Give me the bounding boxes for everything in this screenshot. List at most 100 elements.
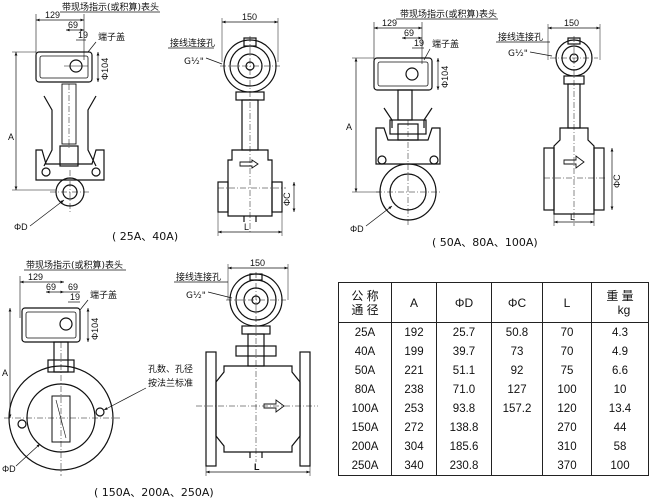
dim-phic-medium: ΦC [612, 174, 622, 188]
wiring-hole-label-2: 接线连接孔 [498, 31, 543, 43]
thread-label-1: G½" [184, 57, 204, 67]
cell-phid: 230.8 [436, 456, 492, 476]
cell-weight: 4.3 [591, 322, 649, 342]
cell-l: 310 [542, 437, 592, 456]
wiring-hole-label-1: 接线连接孔 [170, 37, 215, 49]
header-weight: 重 量 kg [591, 282, 649, 323]
dim-a-medium: A [346, 122, 352, 132]
wiring-hole-label-3: 接线连接孔 [176, 271, 221, 283]
view-small-side: 150 接线连接孔 G½" ΦC L [168, 12, 296, 236]
header-weight-line2: kg [617, 302, 631, 317]
view-medium-side: 150 接线连接孔 G½" ΦC L [496, 18, 622, 226]
header-nominal-size: 公 称 通 径 [338, 282, 392, 323]
dim-l-medium: L [570, 212, 575, 222]
dim-19-large: 19 [70, 292, 80, 302]
cell-weight: 10 [591, 380, 649, 399]
cell-weight: 6.6 [591, 361, 649, 380]
view-large-side: 150 接线连接孔 G½" L [174, 258, 318, 476]
terminal-cover-label-2: 端子盖 [432, 38, 459, 50]
cell-size: 200A [338, 437, 392, 456]
dim-19-medium: 19 [414, 38, 424, 48]
dim-phi104-small: Φ104 [100, 58, 110, 80]
indicator-head-label-3: 带现场指示(或积算)表头 [26, 259, 123, 271]
caption-large: ( 150A、200A、250A) [94, 486, 214, 499]
cell-phid: 25.7 [436, 322, 492, 342]
cell-a: 238 [391, 380, 437, 399]
dim-69-small: 69 [68, 20, 78, 30]
cell-phid: 39.7 [436, 342, 492, 361]
dim-69-large: 69 [46, 282, 56, 292]
dim-a-large: A [2, 368, 8, 378]
dim-l-small: L [244, 222, 249, 232]
cell-phic: 92 [491, 361, 543, 380]
cell-size: 150A [338, 418, 392, 437]
cell-phic [491, 437, 543, 456]
cell-phic [491, 418, 543, 437]
cell-l: 70 [542, 322, 592, 342]
indicator-head-label-1: 带现场指示(或积算)表头 [62, 1, 159, 13]
cell-a: 199 [391, 342, 437, 361]
cell-size: 50A [338, 361, 392, 380]
cell-a: 272 [391, 418, 437, 437]
cell-phic: 127 [491, 380, 543, 399]
cell-l: 270 [542, 418, 592, 437]
terminal-cover-label-1: 端子盖 [98, 31, 125, 43]
cell-l: 70 [542, 342, 592, 361]
cell-l: 100 [542, 380, 592, 399]
view-medium-front: 带现场指示(或积算)表头 129 69 19 端子盖 Φ104 A ΦD ( [346, 8, 538, 249]
header-nominal-size-line2: 通 径 [351, 302, 379, 317]
cell-size: 80A [338, 380, 392, 399]
dim-69-medium: 69 [404, 28, 414, 38]
cell-a: 304 [391, 437, 437, 456]
cell-phic [491, 456, 543, 476]
dim-150-medium: 150 [564, 18, 579, 28]
dim-129-small: 129 [45, 10, 60, 20]
dim-phi104-medium: Φ104 [440, 66, 450, 88]
cell-weight: 44 [591, 418, 649, 437]
cell-l: 75 [542, 361, 592, 380]
indicator-head-label-2: 带现场指示(或积算)表头 [400, 8, 497, 20]
header-phid: ΦD [436, 282, 492, 323]
cell-phic: 73 [491, 342, 543, 361]
header-l: L [542, 282, 592, 323]
cell-a: 221 [391, 361, 437, 380]
dim-129-medium: 129 [382, 18, 397, 28]
dim-phid-small: ΦD [14, 222, 28, 232]
cell-weight: 13.4 [591, 399, 649, 418]
cell-phid: 51.1 [436, 361, 492, 380]
cell-phid: 93.8 [436, 399, 492, 418]
dim-150-small: 150 [242, 12, 257, 22]
flange-note-2: 按法兰标准 [148, 377, 193, 389]
cell-a: 253 [391, 399, 437, 418]
dim-phid-large: ΦD [2, 464, 16, 474]
thread-label-2: G½" [508, 49, 528, 59]
cell-size: 250A [338, 456, 392, 476]
cell-size: 40A [338, 342, 392, 361]
dim-phi104-large: Φ104 [90, 318, 100, 340]
cell-phid: 71.0 [436, 380, 492, 399]
cell-weight: 58 [591, 437, 649, 456]
header-a: A [391, 282, 437, 323]
caption-small: ( 25A、40A) [112, 230, 178, 243]
caption-medium: ( 50A、80A、100A) [432, 236, 538, 249]
cell-size: 25A [338, 322, 392, 342]
dim-l-large: L [254, 462, 260, 472]
dim-19-small: 19 [78, 30, 88, 40]
dim-a-small: A [8, 132, 14, 142]
dim-150-large: 150 [250, 258, 265, 268]
dim-phid-medium: ΦD [350, 224, 364, 234]
cell-weight: 100 [591, 456, 649, 476]
cell-weight: 4.9 [591, 342, 649, 361]
cell-size: 100A [338, 399, 392, 418]
cell-phic: 157.2 [491, 399, 543, 418]
